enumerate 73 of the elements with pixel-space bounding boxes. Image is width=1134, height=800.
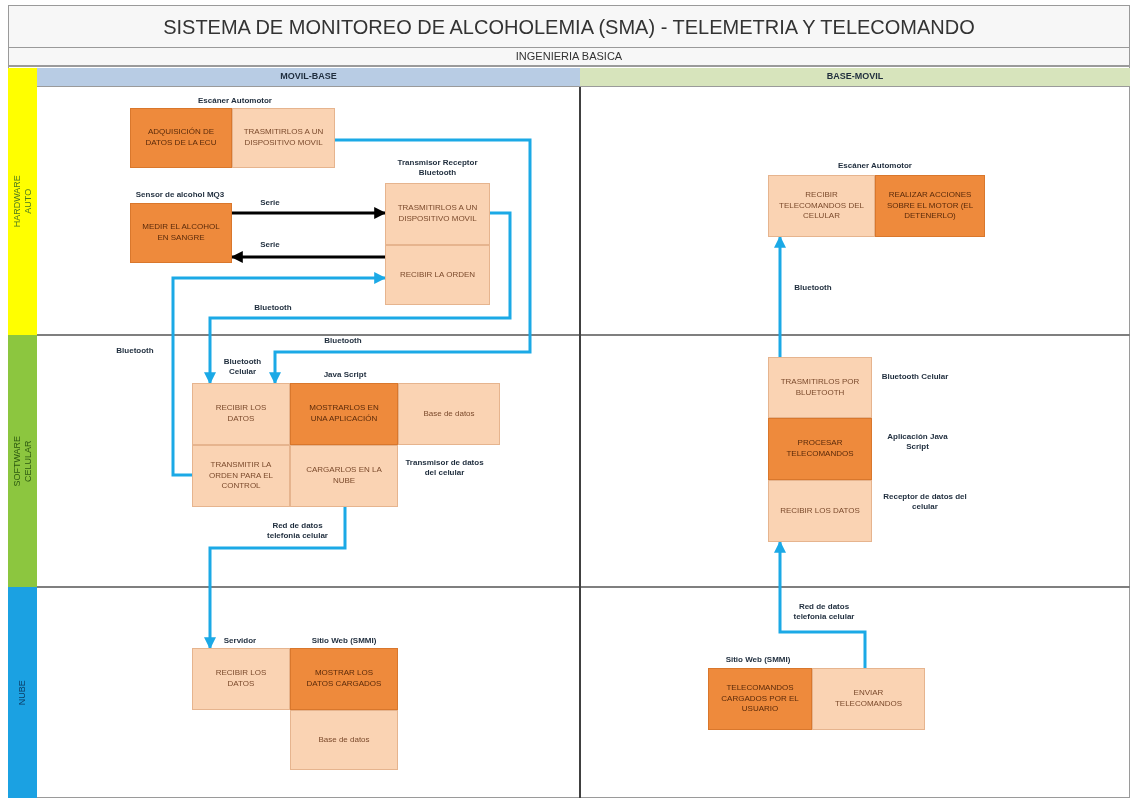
step-label: RECIBIR TELECOMANDOS DEL CELULAR (779, 189, 864, 223)
step-label: TRASMITIRLOS A UN DISPOSITIVO MOVIL (243, 127, 324, 149)
process-box (708, 668, 812, 730)
arrow (774, 235, 786, 357)
process-box (192, 445, 290, 507)
step-label: TRANSMITIR LA ORDEN PARA EL CONTROL (208, 459, 274, 493)
box-caption: Transmisor Receptor Bluetooth (396, 158, 479, 178)
arrow (232, 207, 387, 219)
box-caption: Bluetooth Celular (880, 372, 950, 382)
process-box (385, 245, 490, 305)
arrow (204, 507, 347, 650)
step-label: TRASMITIRLOS POR BLUETOOTH (779, 376, 861, 399)
box-caption: Sitio Web (SMMI) (724, 655, 792, 665)
column-label: MOVIL-BASE (280, 70, 337, 84)
process-box (290, 710, 398, 770)
step-label: REALIZAR ACCIONES SOBRE EL MOTOR (EL DETENERLO) (886, 189, 974, 223)
step-label: MOSTRAR LOS DATOS CARGADOS (305, 668, 383, 690)
lane-label: NUBE (16, 679, 28, 707)
step-label: RECIBIR LOS DATOS (214, 403, 268, 425)
lane-label: SOFTWARE CELULAR (11, 434, 34, 489)
step-label: RECIBIR LOS DATOS (780, 505, 860, 517)
title: SISTEMA DE MONITOREO DE ALCOHOLEMIA (SMA) - TELEMETRIA Y TELECOMANDO (163, 14, 975, 40)
process-box (232, 108, 335, 168)
arrow (204, 211, 512, 385)
column-label: BASE-MOVIL (826, 70, 884, 84)
box-caption: Servidor (222, 636, 258, 646)
process-box (192, 383, 290, 445)
step-label: Base de datos (318, 734, 370, 746)
box-caption: Sensor de alcohol MQ3 (134, 190, 226, 200)
column-header (37, 68, 580, 87)
process-box (192, 648, 290, 710)
process-box (812, 668, 925, 730)
process-box (768, 418, 872, 480)
process-box (290, 648, 398, 710)
step-label: MEDIR EL ALCOHOL EN SANGRE (141, 222, 221, 244)
box-caption: Java Script (322, 370, 368, 380)
process-box (768, 357, 872, 418)
arrow (269, 138, 532, 385)
step-label: PROCESAR TELECOMANDOS (785, 438, 855, 460)
box-caption: Escáner Automotor (837, 161, 913, 171)
step-label: TELECOMANDOS CARGADOS POR EL USUARIO (720, 682, 800, 716)
process-box (385, 183, 490, 245)
step-label: CARGARLOS EN LA NUBE (305, 465, 383, 487)
process-box (290, 445, 398, 507)
lane-label: HARDWARE AUTO (11, 174, 34, 230)
column-header (580, 68, 1130, 87)
step-label: MOSTRARLOS EN UNA APLICACIÓN (308, 403, 380, 425)
box-caption: Escáner Automotor (197, 96, 273, 106)
step-label: ADQUISICIÓN DE DATOS DE LA ECU (144, 127, 218, 149)
box-caption: Transmisor de datos del celular (404, 458, 485, 478)
step-label: ENVIAR TELECOMANDOS (833, 688, 904, 710)
step-label: TRASMITIRLOS A UN DISPOSITIVO MOVIL (396, 203, 479, 225)
process-box (768, 480, 872, 542)
process-box (768, 175, 875, 237)
step-label: Base de datos (423, 408, 475, 420)
process-box (130, 108, 232, 168)
arrow (774, 540, 867, 668)
process-box (875, 175, 985, 237)
step-label: RECIBIR LA ORDEN (399, 269, 476, 281)
process-box (130, 203, 232, 263)
subtitle-bar: INGENIERIA BASICA (8, 48, 1130, 66)
box-caption: Sitio Web (SMMI) (310, 636, 378, 646)
arrow (171, 272, 387, 477)
lane-header (8, 335, 37, 587)
lane-header (8, 587, 37, 798)
box-caption: Aplicación Java Script (886, 432, 949, 452)
step-label: RECIBIR LOS DATOS (214, 668, 268, 690)
box-caption: Bluetooth Celular (222, 357, 263, 377)
box-caption: Receptor de datos del celular (882, 492, 968, 512)
process-box (290, 383, 398, 445)
lane-header (8, 68, 37, 335)
process-box (398, 383, 500, 445)
arrow (230, 251, 385, 263)
